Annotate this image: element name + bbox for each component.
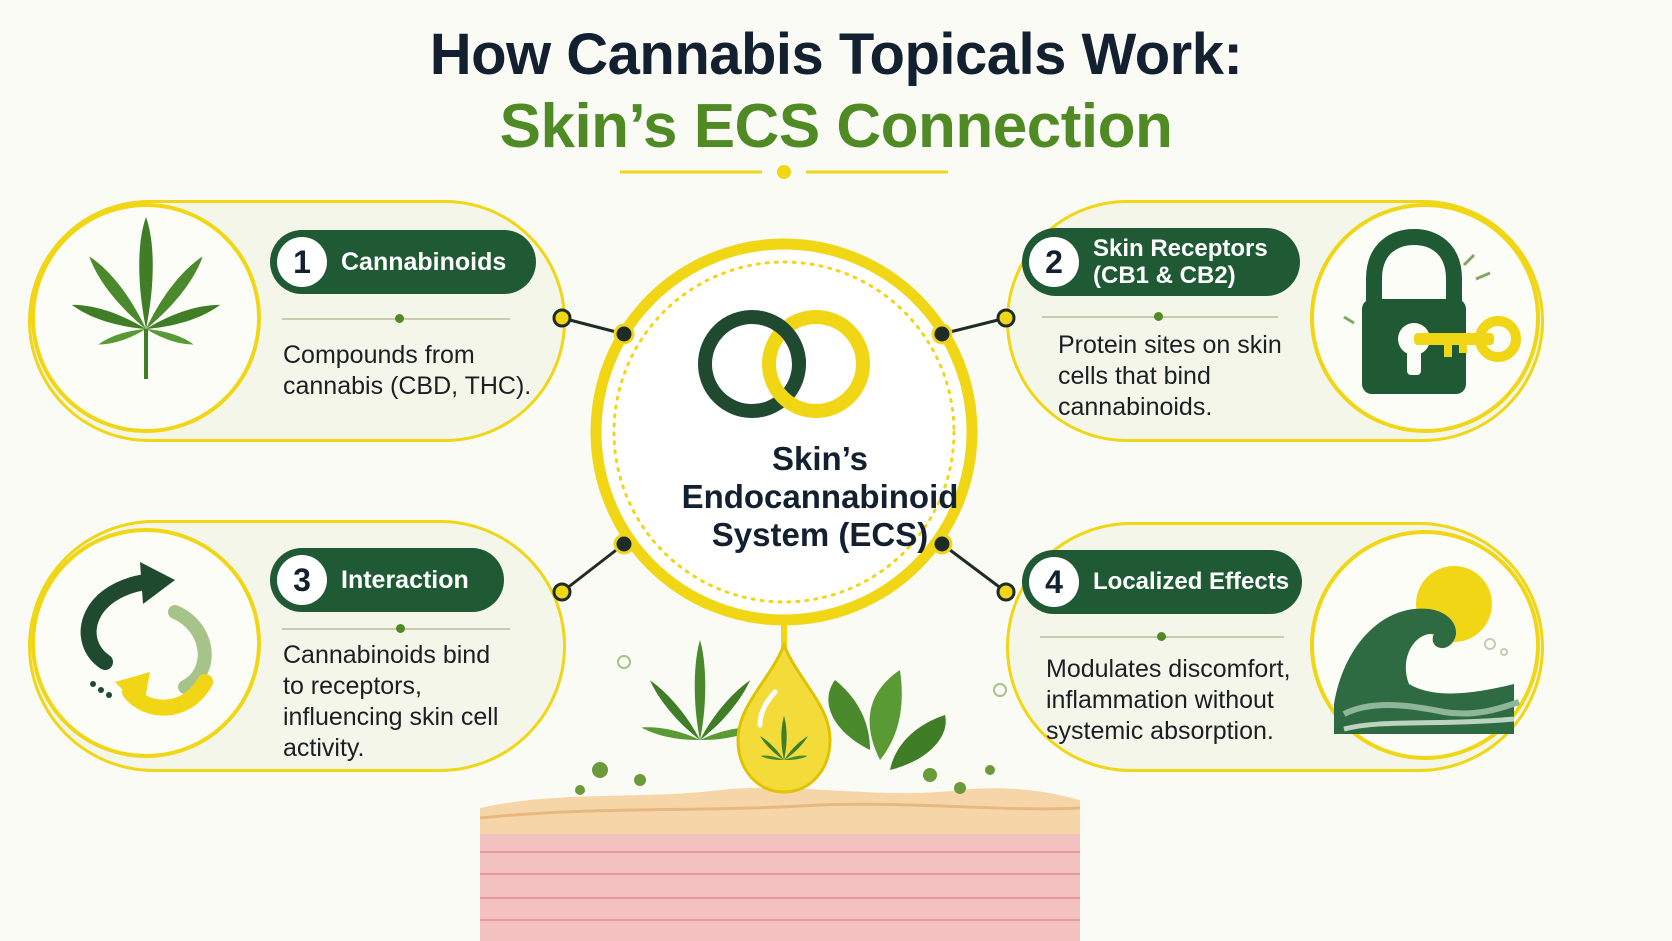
step-3-desc-line-3: influencing skin cell bbox=[283, 703, 499, 731]
step-3-description: Cannabinoids bind to receptors, influenc… bbox=[283, 640, 498, 764]
cannabis-leaf-icon bbox=[71, 217, 221, 379]
step-4-pill: 4 Localized Effects bbox=[1022, 550, 1302, 614]
cycle-arrows-icon bbox=[80, 562, 213, 716]
ecs-label: Skin’s Endocannabinoid System (ECS) bbox=[630, 440, 1010, 554]
ecs-label-line-1: Skin’s bbox=[772, 440, 868, 477]
step-3-divider-dot bbox=[396, 624, 405, 633]
step-4-desc-line-1: Modulates discomfort, bbox=[1046, 655, 1291, 683]
step-2-desc-line-3: cannabinoids. bbox=[1058, 393, 1213, 421]
step-1-description: Compounds from cannabis (CBD, THC). bbox=[283, 340, 531, 402]
oil-droplet-icon bbox=[736, 620, 832, 794]
step-1-icon-circle bbox=[31, 203, 261, 433]
step-4-title: Localized Effects bbox=[1093, 568, 1290, 595]
page-subtitle: Skin’s ECS Connection bbox=[499, 92, 1173, 161]
step-2-desc-line-2: cells that bind bbox=[1058, 362, 1211, 390]
ecs-label-line-3: System (ECS) bbox=[711, 516, 929, 553]
step-1-pill: 1 Cannabinoids bbox=[270, 230, 536, 294]
page-title: How Cannabis Topicals Work: bbox=[429, 22, 1243, 87]
step-3-title: Interaction bbox=[341, 566, 469, 594]
step-3-icon-circle bbox=[31, 528, 261, 758]
interlocking-rings-icon bbox=[698, 310, 870, 418]
step-3-desc-line-4: activity. bbox=[283, 734, 365, 762]
step-2-divider-dot bbox=[1154, 312, 1163, 321]
step-4-description: Modulates discomfort, inflammation witho… bbox=[1046, 654, 1291, 747]
ecs-label-line-2: Endocannabinoid bbox=[681, 478, 959, 515]
step-3-desc-line-2: to receptors, bbox=[283, 672, 422, 700]
step-2-title: Skin Receptors (CB1 & CB2) bbox=[1093, 235, 1268, 289]
step-3-number: 3 bbox=[277, 555, 327, 605]
skin-layers-illustration bbox=[479, 655, 1081, 941]
step-4-icon-circle bbox=[1310, 530, 1540, 760]
step-4-desc-line-2: inflammation without bbox=[1046, 686, 1274, 714]
step-4-divider-dot bbox=[1157, 632, 1166, 641]
step-2-number: 2 bbox=[1029, 237, 1079, 287]
step-2-title-line-1: Skin Receptors bbox=[1093, 235, 1268, 262]
ecs-circle bbox=[590, 238, 978, 626]
step-2-desc-line-1: Protein sites on skin bbox=[1058, 331, 1282, 359]
step-1-title: Cannabinoids bbox=[341, 248, 507, 276]
cannabis-leaves-illustration bbox=[641, 640, 946, 770]
step-2-pill: 2 Skin Receptors (CB1 & CB2) bbox=[1022, 228, 1300, 296]
step-1-divider-dot bbox=[395, 314, 404, 323]
step-2-title-line-2: (CB1 & CB2) bbox=[1093, 262, 1236, 289]
step-4-desc-line-3: systemic absorption. bbox=[1046, 717, 1274, 745]
step-4-number: 4 bbox=[1029, 557, 1079, 607]
step-2-icon-circle bbox=[1310, 203, 1540, 433]
padlock-key-icon bbox=[1343, 228, 1521, 394]
step-1-desc-line-1: Compounds from bbox=[283, 341, 475, 369]
step-3-desc-line-1: Cannabinoids bind bbox=[283, 641, 491, 669]
step-2-description: Protein sites on skin cells that bind ca… bbox=[1058, 330, 1282, 423]
step-1-number: 1 bbox=[277, 237, 327, 287]
wave-icon bbox=[1334, 566, 1520, 734]
step-3-pill: 3 Interaction bbox=[270, 548, 504, 612]
connector-lines bbox=[552, 308, 1016, 602]
step-1-desc-line-2: cannabis (CBD, THC). bbox=[283, 372, 532, 400]
